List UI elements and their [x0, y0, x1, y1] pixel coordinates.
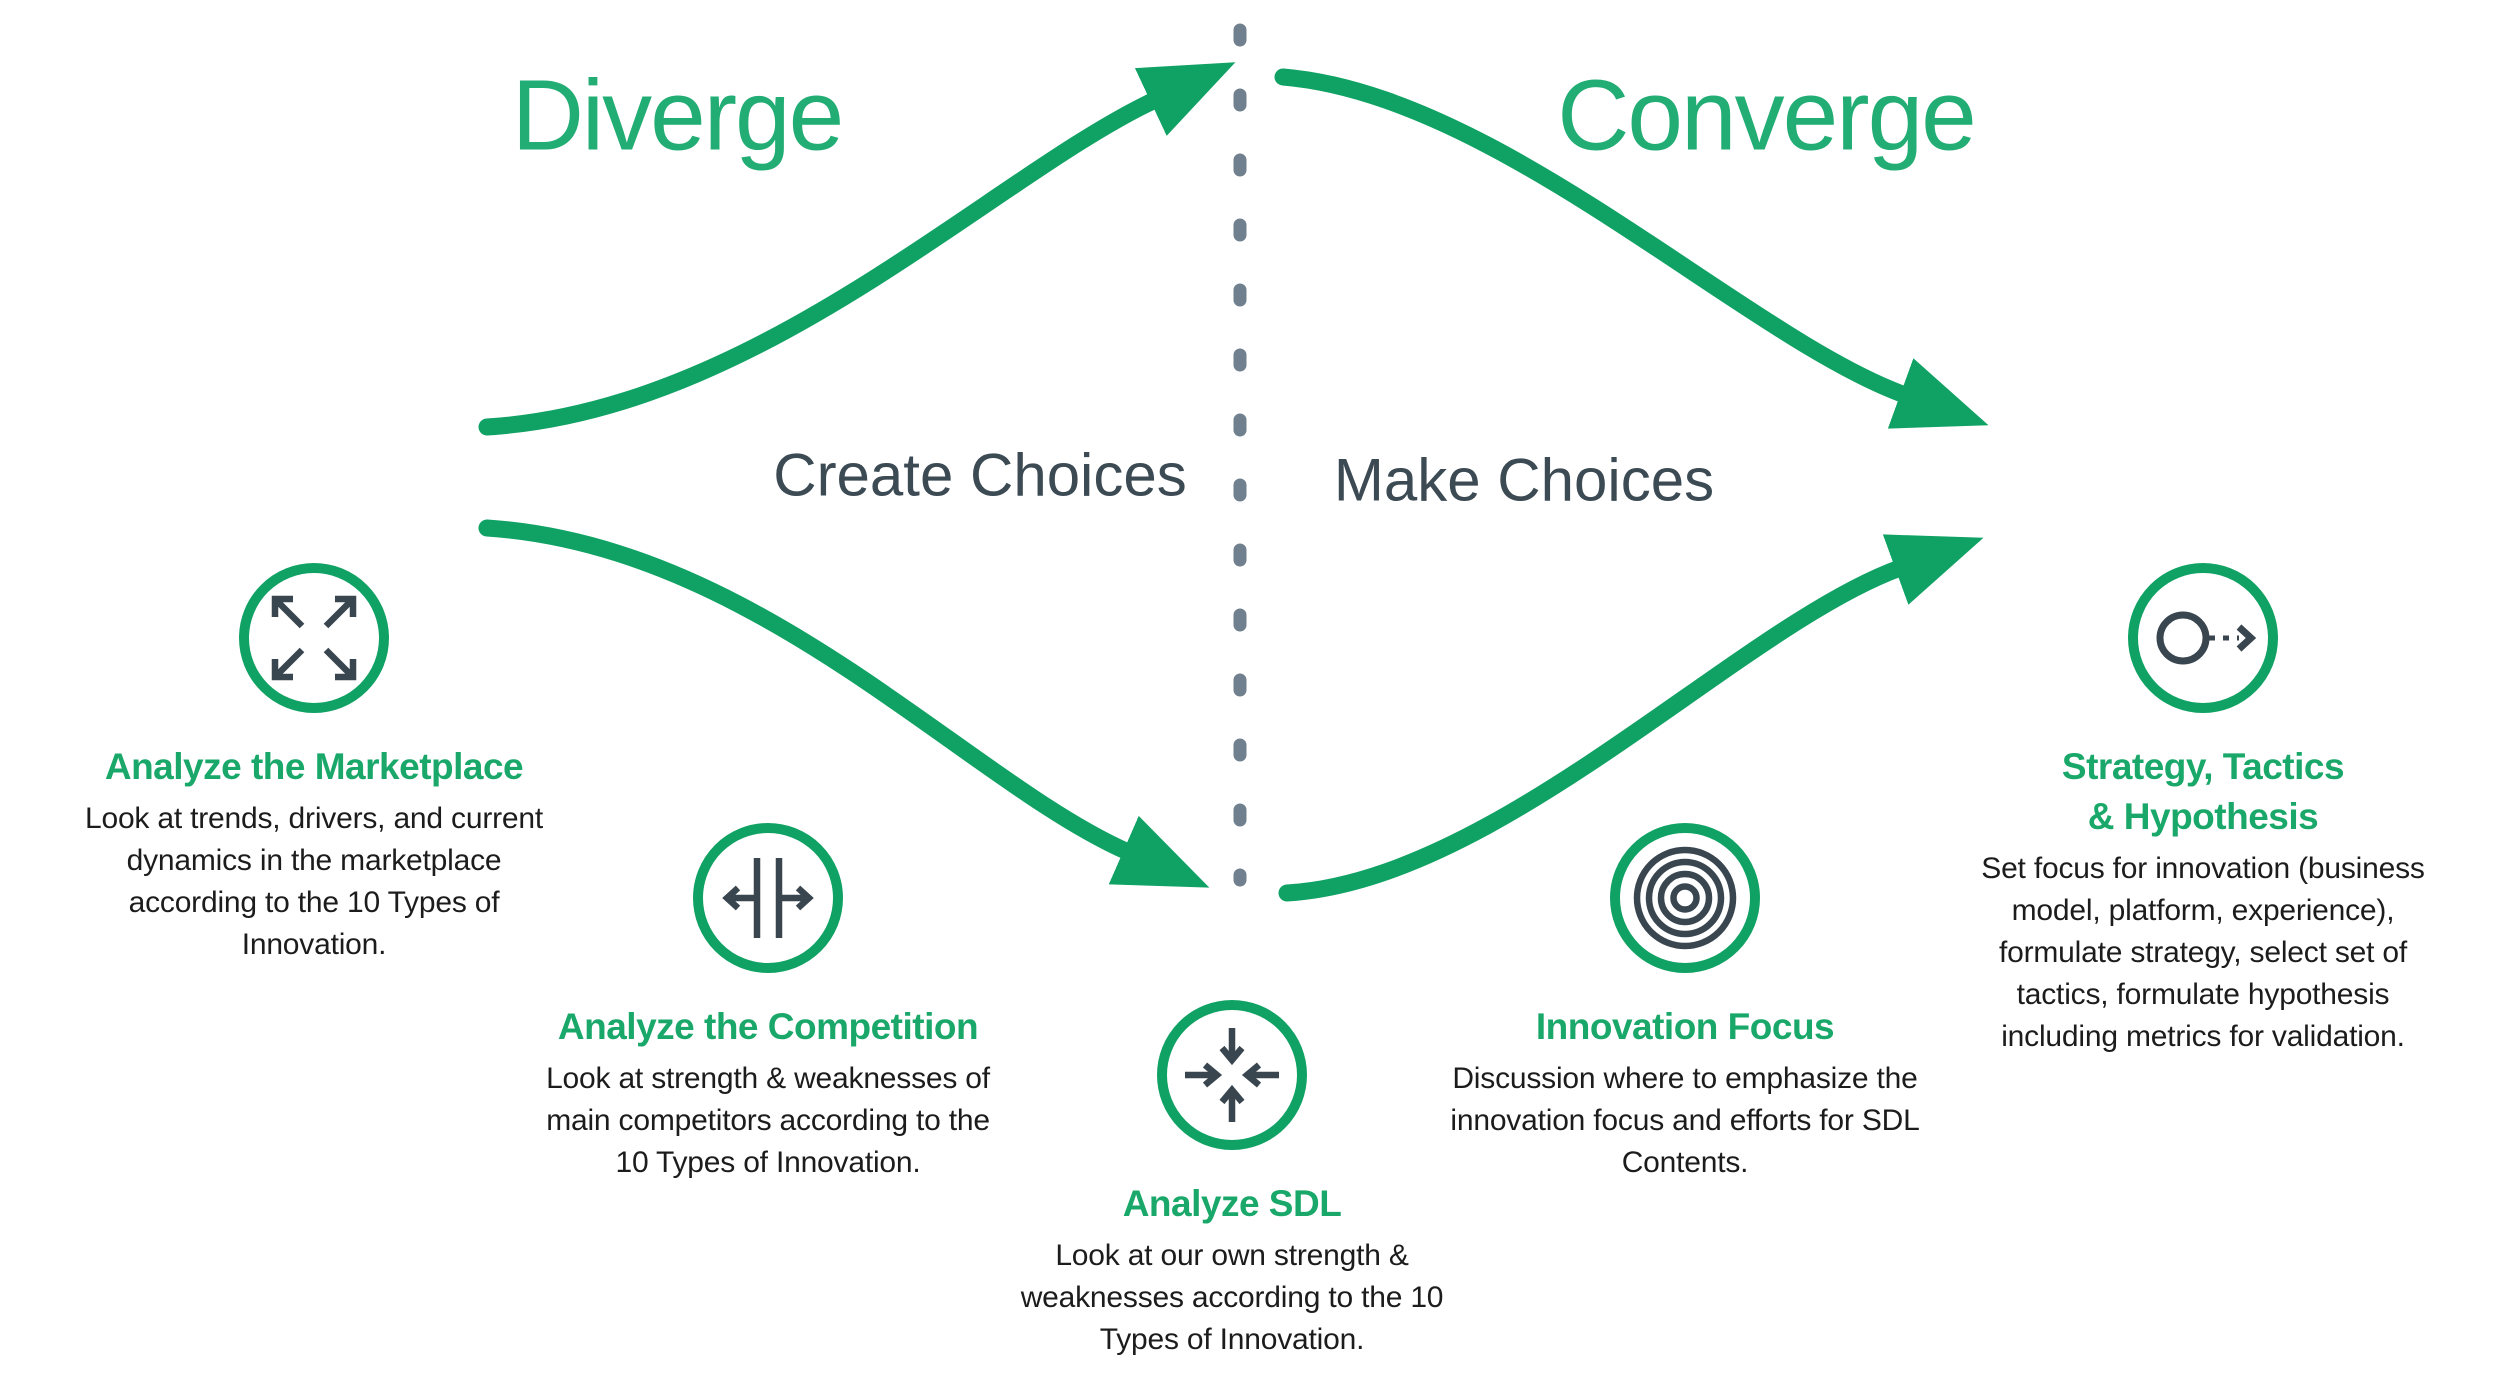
compare-arrows-icon: [693, 823, 843, 973]
stage-title: Analyze the Marketplace: [104, 746, 524, 787]
expand-arrows-icon: [239, 563, 389, 713]
stage-description: Set focus for innovation (business model…: [1981, 852, 2425, 1053]
converge-arrows-icon: [1157, 1000, 1307, 1150]
converge-label: Converge: [1557, 59, 1977, 172]
converge-upper-curve: [1274, 68, 1989, 429]
circle-arrow-icon: [2128, 563, 2278, 713]
create-choices-caption: Create Choices: [773, 441, 1187, 509]
stage-description: Look at trends, drivers, and current dyn…: [84, 802, 544, 961]
target-icon: [1610, 823, 1760, 973]
diverge-lower-curve: [478, 519, 1210, 888]
stage-analyze-marketplace: Analyze the Marketplace Look at trends, …: [24, 558, 604, 966]
stage-description: Look at strength & weaknesses of main co…: [546, 1062, 990, 1179]
stage-strategy-tactics-hypothesis: Strategy, Tactics & Hypothesis Set focus…: [1913, 558, 2493, 1058]
stage-description: Look at our own strength & weaknesses ac…: [1020, 1239, 1444, 1356]
diverge-upper-curve: [478, 62, 1236, 436]
stage-description: Discussion where to emphasize the innova…: [1450, 1062, 1920, 1179]
stage-title: Analyze SDL: [1122, 1183, 1342, 1224]
stage-analyze-competition: Analyze the Competition Look at strength…: [478, 818, 1058, 1184]
diverge-label: Diverge: [511, 59, 845, 172]
stage-innovation-focus: Innovation Focus Discussion where to emp…: [1395, 818, 1975, 1184]
make-choices-caption: Make Choices: [1333, 446, 1715, 514]
stage-title: Strategy, Tactics & Hypothesis: [2061, 746, 2345, 837]
stage-title: Innovation Focus: [1535, 1006, 1835, 1047]
stage-analyze-sdl: Analyze SDL Look at our own strength & w…: [942, 995, 1522, 1361]
converge-lower-curve: [1278, 534, 1984, 902]
stage-title: Analyze the Competition: [557, 1006, 979, 1047]
